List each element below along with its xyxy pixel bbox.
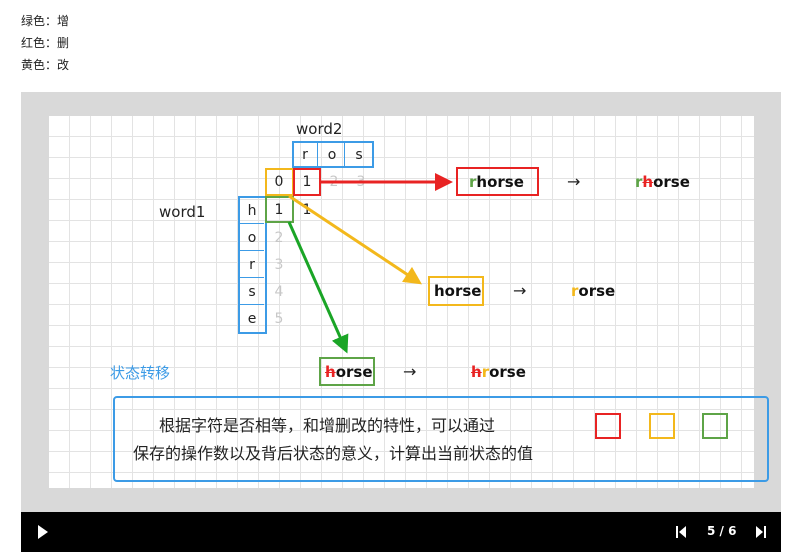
dp-cell: 1 [274, 202, 284, 218]
word2-label: word2 [296, 120, 343, 138]
yellow-result-box [428, 276, 484, 306]
yellow-transformed-word: rorse [571, 282, 616, 300]
top-arrow: → [567, 172, 581, 191]
green-cell-highlight [265, 196, 294, 223]
red-swatch [595, 413, 621, 439]
yellow-result-word: horse [434, 282, 482, 300]
state-transfer-title: 状态转移 [110, 364, 171, 382]
green-transformed-word: hrorse [471, 363, 526, 381]
transition-arrows [287, 173, 453, 354]
dp-cell: 1 [302, 202, 312, 218]
dp-cell: 5 [274, 311, 284, 327]
yellow-arrow [288, 194, 422, 285]
legend-red: 红色：删 [21, 36, 70, 50]
red-result-word: rhorse [469, 173, 524, 191]
explanation-box: 根据字符是否相等，和增删改的特性，可以通过 保存的操作数以及背后状态的意义，计算… [113, 396, 769, 482]
word1-box [238, 196, 267, 334]
word1-char: r [240, 253, 264, 278]
word2-char: o [320, 143, 345, 167]
word2-box [292, 141, 374, 168]
green-swatch [702, 413, 728, 439]
slide-canvas: word2 word1 r o s 0 1 2 3 h o r s e 1 1 … [49, 116, 769, 488]
red-result-box [456, 167, 539, 196]
dp-cell: 2 [274, 230, 284, 246]
previous-slide-icon[interactable] [675, 525, 687, 539]
green-arrow [287, 221, 349, 354]
red-transformed-word: rhorse [635, 173, 690, 191]
mid-arrow: → [513, 281, 527, 300]
next-slide-icon[interactable] [755, 525, 767, 539]
explanation-line-1: 根据字符是否相等，和增删改的特性，可以通过 [159, 416, 496, 435]
red-cell-highlight [293, 168, 321, 196]
slide-viewer: word2 word1 r o s 0 1 2 3 h o r s e 1 1 … [21, 92, 781, 512]
green-result-box [319, 357, 375, 386]
dp-cell: 3 [274, 257, 284, 273]
word1-char: e [247, 311, 257, 327]
word1-label: word1 [159, 203, 206, 221]
dp-cell: 4 [274, 284, 284, 300]
bottom-arrow: → [403, 362, 417, 381]
play-icon[interactable] [36, 524, 50, 540]
legend-green: 绿色：增 [21, 14, 70, 28]
green-result-word: horse [325, 363, 373, 381]
dp-cell: 0 [274, 174, 284, 190]
dp-cell: 1 [302, 174, 312, 190]
word2-char: s [355, 147, 363, 163]
word1-char: s [240, 280, 264, 305]
yellow-swatch [649, 413, 675, 439]
word1-char: o [240, 226, 264, 251]
page-indicator: 5 / 6 [707, 524, 737, 538]
word1-char: h [240, 199, 264, 224]
legend-yellow: 黄色：改 [21, 58, 70, 72]
player-controls: 5 / 6 [21, 512, 781, 552]
explanation-line-2: 保存的操作数以及背后状态的意义，计算出当前状态的值 [133, 444, 534, 463]
word2-char: r [293, 143, 318, 167]
